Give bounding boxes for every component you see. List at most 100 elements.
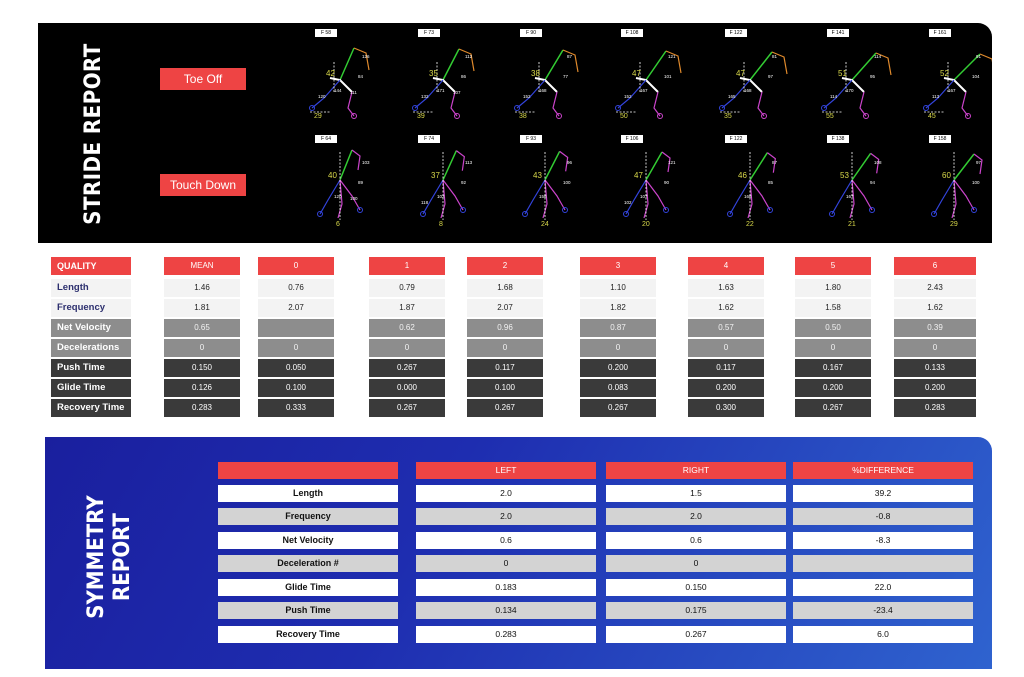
- toe-off-button[interactable]: Toe Off: [160, 68, 246, 90]
- quality-row-label: Length: [51, 279, 131, 297]
- quality-cell: 2.07: [258, 299, 334, 317]
- symmetry-diff-value: [793, 555, 973, 572]
- symmetry-column-header: LEFT: [416, 462, 596, 479]
- ankle-angle-label: 168: [744, 88, 752, 93]
- symmetry-diff-value: 6.0: [793, 626, 973, 643]
- knee-angle-label: 91: [976, 54, 982, 59]
- quality-cell: 0.333: [258, 399, 334, 417]
- stride-report-title: STRIDE REPORT: [81, 43, 106, 225]
- symmetry-diff-value: -23.4: [793, 602, 973, 619]
- quality-cell: 0.200: [795, 379, 871, 397]
- frame-number-label: F 73: [418, 29, 440, 37]
- shin-angle-label: 113: [932, 94, 940, 99]
- quality-cell: 0.300: [688, 399, 764, 417]
- quality-cell: 0: [164, 339, 240, 357]
- trunk-angle-label: 47: [634, 171, 643, 180]
- back-angle-label: 107: [453, 90, 461, 95]
- ankle-angle-label: 144: [334, 88, 342, 93]
- symmetry-diff-value: 39.2: [793, 485, 973, 502]
- quality-row-label: Frequency: [51, 299, 131, 317]
- quality-cell: 0: [795, 339, 871, 357]
- ankle-angle-label: 158: [539, 194, 547, 199]
- frame-number-label: F 64: [315, 135, 337, 143]
- frame-number-label: F 161: [929, 29, 951, 37]
- ground-angle-label: 21: [848, 221, 856, 228]
- quality-cell: 0.79: [369, 279, 445, 297]
- frame-number-label: F 106: [621, 135, 643, 143]
- symmetry-left-value: 2.0: [416, 485, 596, 502]
- trunk-angle-label: 37: [431, 171, 440, 180]
- symmetry-right-value: 0.175: [606, 602, 786, 619]
- back-angle-label: 111: [350, 90, 357, 95]
- quality-cell: 1.62: [688, 299, 764, 317]
- back-angle-label: 100: [350, 196, 358, 201]
- ground-angle-label: 29: [314, 113, 322, 120]
- quality-cell: 0.267: [795, 399, 871, 417]
- quality-cell: 0.100: [467, 379, 543, 397]
- frame-number-label: F 122: [725, 29, 747, 37]
- ankle-angle-label: 170: [846, 88, 854, 93]
- symmetry-left-value: 2.0: [416, 508, 596, 525]
- ankle-angle-label: 167: [948, 88, 956, 93]
- symmetry-column-header: %DIFFERENCE: [793, 462, 973, 479]
- quality-cell: 0.117: [688, 359, 764, 377]
- quality-cell: 0: [580, 339, 656, 357]
- frame-number-label: F 74: [418, 135, 440, 143]
- quality-column-header: 2: [467, 257, 543, 275]
- quality-column-header: 3: [580, 257, 656, 275]
- quality-column-header: 6: [894, 257, 976, 275]
- quality-cell: 2.07: [467, 299, 543, 317]
- quality-cell: 0.39: [894, 319, 976, 337]
- trunk-angle-label: 52: [940, 69, 949, 78]
- symmetry-row-label: Net Velocity: [218, 532, 398, 549]
- quality-cell: 2.43: [894, 279, 976, 297]
- frame-number-label: F 138: [827, 135, 849, 143]
- quality-cell: 0: [369, 339, 445, 357]
- trunk-angle-label: 40: [328, 171, 337, 180]
- frame-number-label: F 122: [725, 135, 747, 143]
- symmetry-right-value: 0.6: [606, 532, 786, 549]
- quality-cell: 1.58: [795, 299, 871, 317]
- quality-cell: 0.62: [369, 319, 445, 337]
- hip-angle-label: 85: [768, 180, 774, 185]
- symmetry-left-value: 0.283: [416, 626, 596, 643]
- trunk-angle-label: 47: [632, 69, 641, 78]
- knee-angle-label: 112: [465, 54, 473, 59]
- hip-angle-label: 92: [461, 180, 467, 185]
- symmetry-right-value: 0: [606, 555, 786, 572]
- knee-angle-label: 126: [362, 54, 370, 59]
- quality-row-label: Decelerations: [51, 339, 131, 357]
- shin-angle-label: 102: [624, 200, 632, 205]
- shin-angle-label: 120: [318, 94, 326, 99]
- shin-angle-label: 152: [624, 94, 632, 99]
- touch-down-button[interactable]: Touch Down: [160, 174, 246, 196]
- quality-cell: 0.167: [795, 359, 871, 377]
- symmetry-row-label: Deceleration #: [218, 555, 398, 572]
- trunk-angle-label: 43: [533, 171, 542, 180]
- quality-column-header: MEAN: [164, 257, 240, 275]
- ground-angle-label: 24: [541, 221, 549, 228]
- quality-cell: [258, 319, 334, 337]
- frame-number-label: F 108: [621, 29, 643, 37]
- ankle-angle-label: 102: [437, 194, 445, 199]
- quality-cell: 0: [467, 339, 543, 357]
- trunk-angle-label: 60: [942, 171, 951, 180]
